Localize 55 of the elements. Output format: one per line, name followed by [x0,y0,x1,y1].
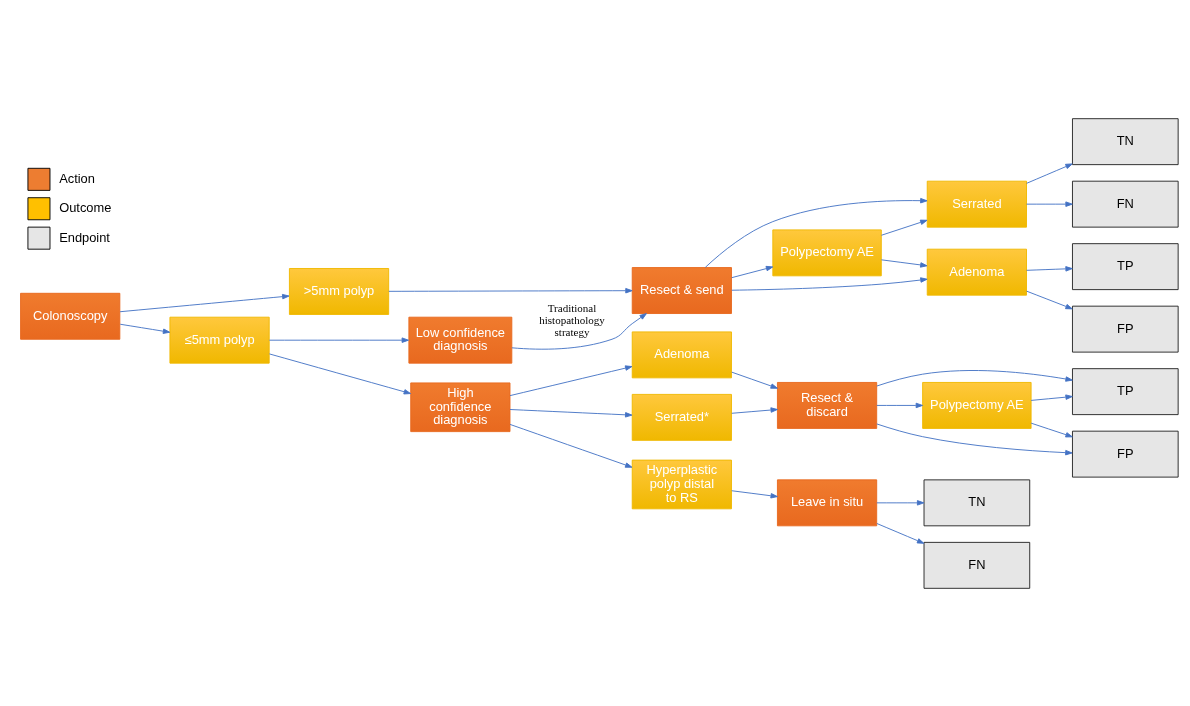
node-box: Leave in situ [777,478,878,526]
node-box: Low confidence diagnosis [408,316,513,364]
legend-label: Endpoint [59,229,110,245]
arrow [268,336,409,343]
node-box: Serrated [926,180,1027,228]
arrow [268,352,412,394]
arrow [388,287,633,293]
node-box: FP [1072,430,1179,478]
node-box: High confidence diagnosis [410,381,511,432]
node-box: TN [923,478,1031,526]
arrow [876,423,1073,455]
arrow [876,499,925,506]
arrow [731,489,778,498]
node-box: ≤5mm polyp [169,316,270,364]
arrow [876,369,1073,386]
node-box: Serrated* [631,393,732,441]
arrow [509,423,633,468]
arrow [509,364,633,396]
node-box: Polypectomy AE [772,228,882,276]
node-box: TP [1072,367,1179,415]
node-box: Resect & discard [777,381,878,429]
arrow [509,408,633,418]
node-box: Colonoscopy [20,292,121,340]
arrow [731,265,774,278]
edge-label: Traditional histopathology strategy [539,301,605,338]
arrow [119,323,171,334]
arrow [880,258,928,268]
node-box: FP [1072,305,1179,353]
arrow [1026,200,1073,207]
arrow [704,197,928,268]
arrow [876,402,923,408]
node-box: Adenoma [631,330,732,378]
node-box: Resect & send [631,266,732,314]
arrow [1030,422,1073,437]
node-box: >5mm polyp [288,267,390,315]
legend-label: Action [59,170,95,186]
arrow [119,293,290,312]
arrow [731,276,928,291]
arrow [731,406,778,414]
node-box: Polypectomy AE [922,381,1032,429]
arrow [511,312,647,350]
node-box: TP [1072,242,1179,290]
arrow [1030,393,1073,401]
arrow [1026,162,1073,184]
arrow [1026,290,1073,309]
node-box: Hyperplastic polyp distal to RS [631,459,732,509]
arrow [880,219,928,236]
arrow [876,522,925,544]
legend-label: Outcome [59,199,112,215]
node-box: Adenoma [926,248,1027,296]
node-box: FN [923,541,1031,589]
node-box: TN [1072,117,1179,165]
arrow [731,371,778,389]
arrow [1026,265,1073,272]
node-box: FN [1072,180,1179,228]
